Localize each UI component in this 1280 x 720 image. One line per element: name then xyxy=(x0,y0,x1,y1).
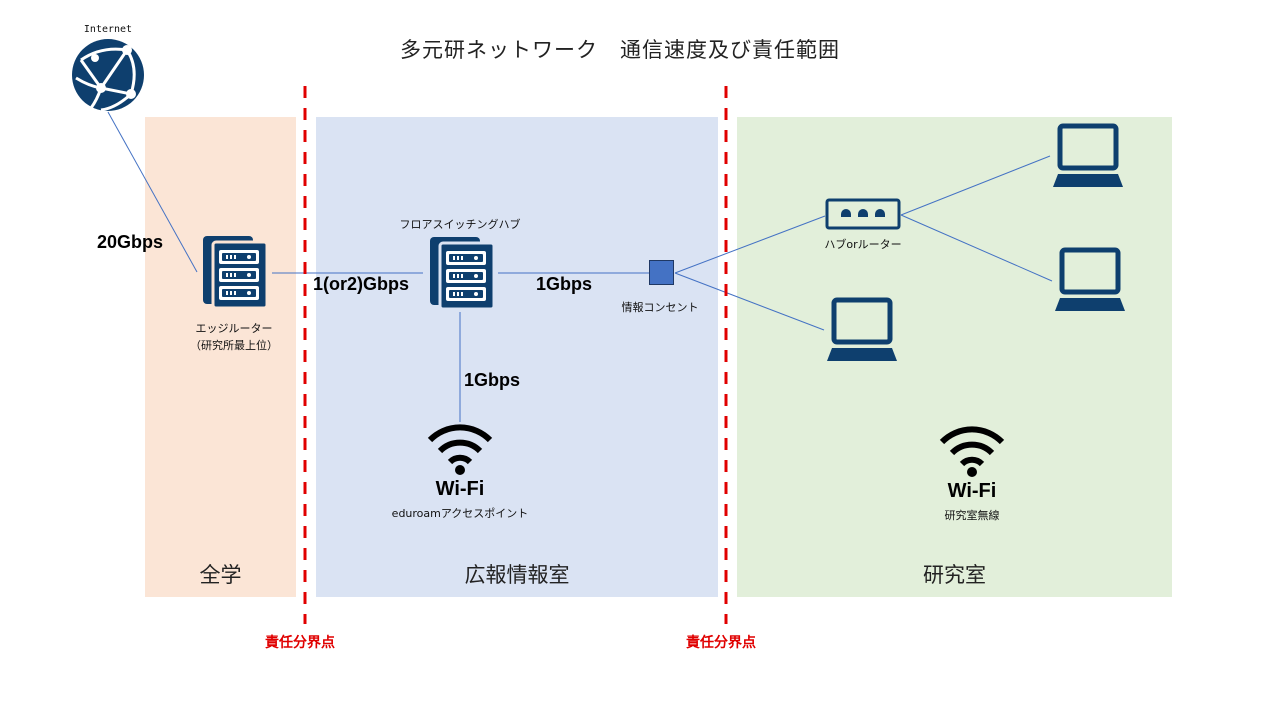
boundary-label-1: 責任分界点 xyxy=(265,635,335,651)
link-internet-edge xyxy=(107,111,198,273)
edge-router-sublabel: （研究所最上位） xyxy=(190,339,278,352)
info-outlet xyxy=(649,260,674,285)
link-outlet-laptop xyxy=(674,272,825,331)
zone-lab: 研究室 xyxy=(737,117,1172,597)
edge-router-server-icon xyxy=(203,236,269,308)
wifi-ap-title: Wi-Fi xyxy=(435,478,485,500)
zone-info-office-label: 広報情報室 xyxy=(464,563,570,587)
link-hub-laptop-1 xyxy=(900,155,1051,216)
edge-router-label: エッジルーター xyxy=(195,322,273,335)
speed-edge-switch: 1(or2)Gbps xyxy=(313,274,410,294)
zone-info-office: 広報情報室 xyxy=(316,117,718,597)
wifi-ap-icon xyxy=(427,424,493,475)
laptop-icon xyxy=(827,297,897,361)
hub-router-switch-icon xyxy=(825,198,901,230)
zone-campus: 全学 xyxy=(145,117,296,597)
boundary-label-2: 責任分界点 xyxy=(686,635,756,651)
wifi-lab-icon xyxy=(939,426,1005,477)
link-outlet-hub xyxy=(674,215,826,274)
laptop-icon xyxy=(1053,123,1123,187)
link-hub-laptop-2 xyxy=(900,214,1053,282)
zone-campus-label: 全学 xyxy=(199,563,242,587)
hub-router-label: ハブorルーター xyxy=(824,238,902,251)
floor-switch-server-icon xyxy=(430,237,496,309)
info-outlet-label: 情報コンセント xyxy=(621,301,699,314)
laptop-icon xyxy=(1055,247,1125,311)
speed-switch-outlet: 1Gbps xyxy=(536,274,593,294)
floor-switch-label: フロアスイッチングハブ xyxy=(399,218,521,231)
wifi-ap-label: eduroamアクセスポイント xyxy=(391,507,529,520)
diagram-title: 多元研ネットワーク 通信速度及び責任範囲 xyxy=(400,38,840,62)
speed-switch-wifi: 1Gbps xyxy=(464,370,521,390)
zone-lab-label: 研究室 xyxy=(923,563,986,587)
internet-label: Internet xyxy=(83,24,133,35)
speed-internet-edge: 20Gbps xyxy=(97,232,164,252)
globe-network-icon xyxy=(72,39,144,112)
wifi-lab-label: 研究室無線 xyxy=(944,509,1000,522)
wifi-lab-title: Wi-Fi xyxy=(947,480,997,502)
